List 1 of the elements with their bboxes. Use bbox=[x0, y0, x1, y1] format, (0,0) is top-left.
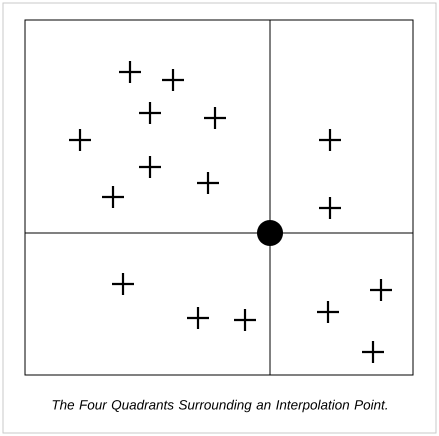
caption: The Four Quadrants Surrounding an Interpolation Point. bbox=[52, 400, 387, 412]
